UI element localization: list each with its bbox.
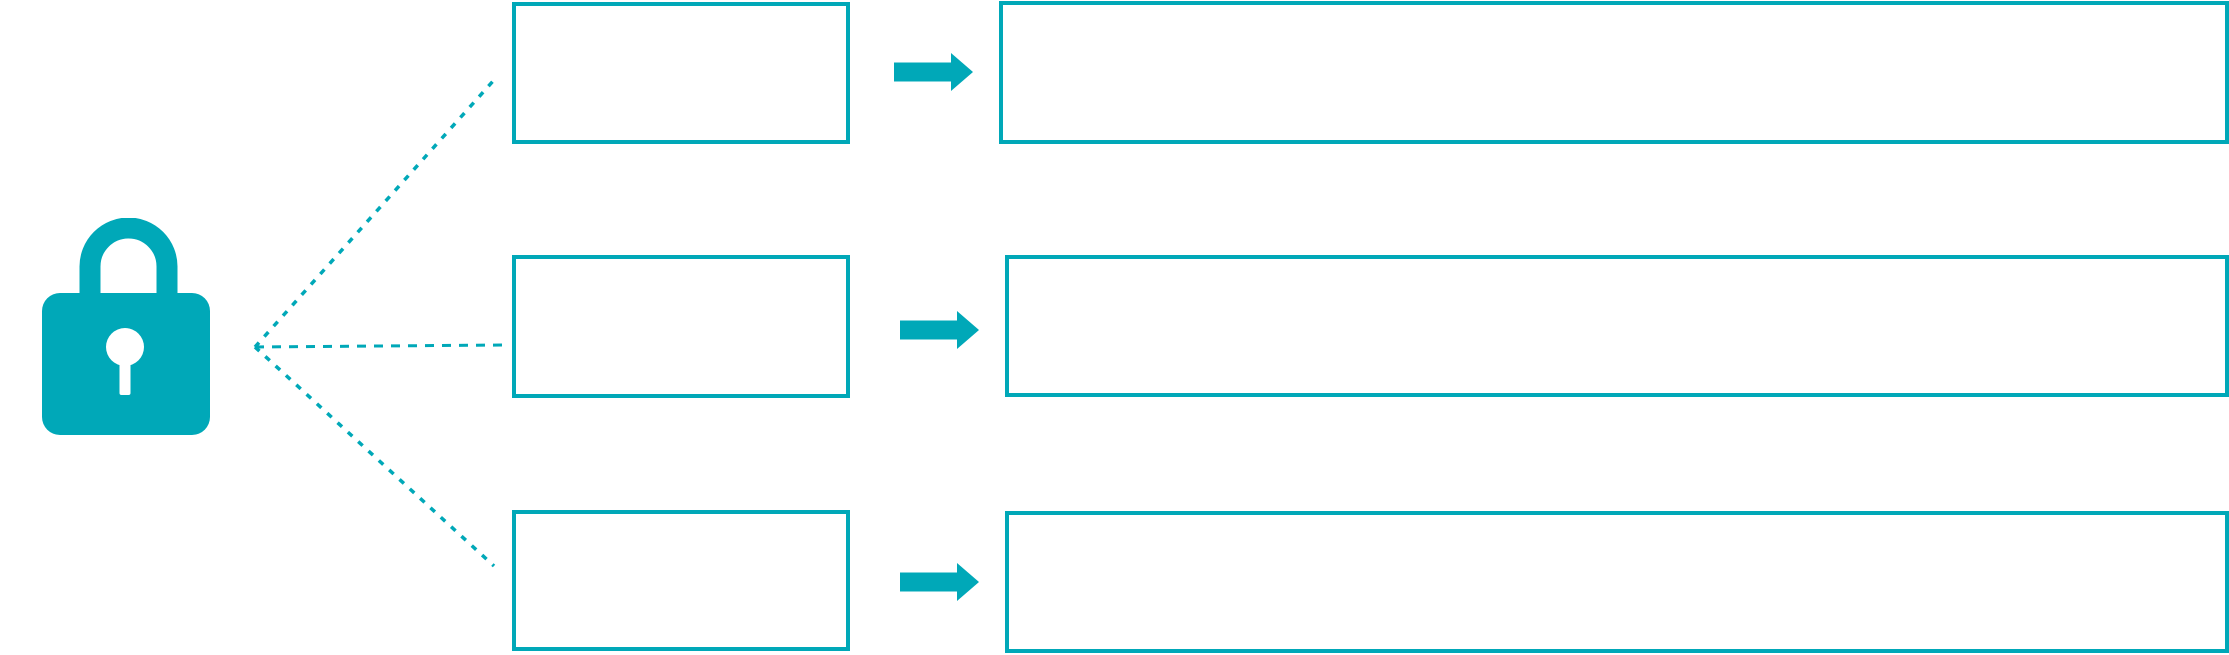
arrow-right-icon <box>894 53 973 91</box>
detail-box-1 <box>999 1 2229 144</box>
detail-box-2 <box>1005 255 2229 397</box>
key-box-1 <box>512 2 850 144</box>
key-box-3 <box>512 510 850 651</box>
arrow-right-icon <box>900 311 979 349</box>
lock-icon <box>42 218 210 435</box>
arrow-right-icon <box>900 563 979 601</box>
detail-box-3 <box>1005 511 2229 653</box>
key-box-2 <box>512 255 850 398</box>
